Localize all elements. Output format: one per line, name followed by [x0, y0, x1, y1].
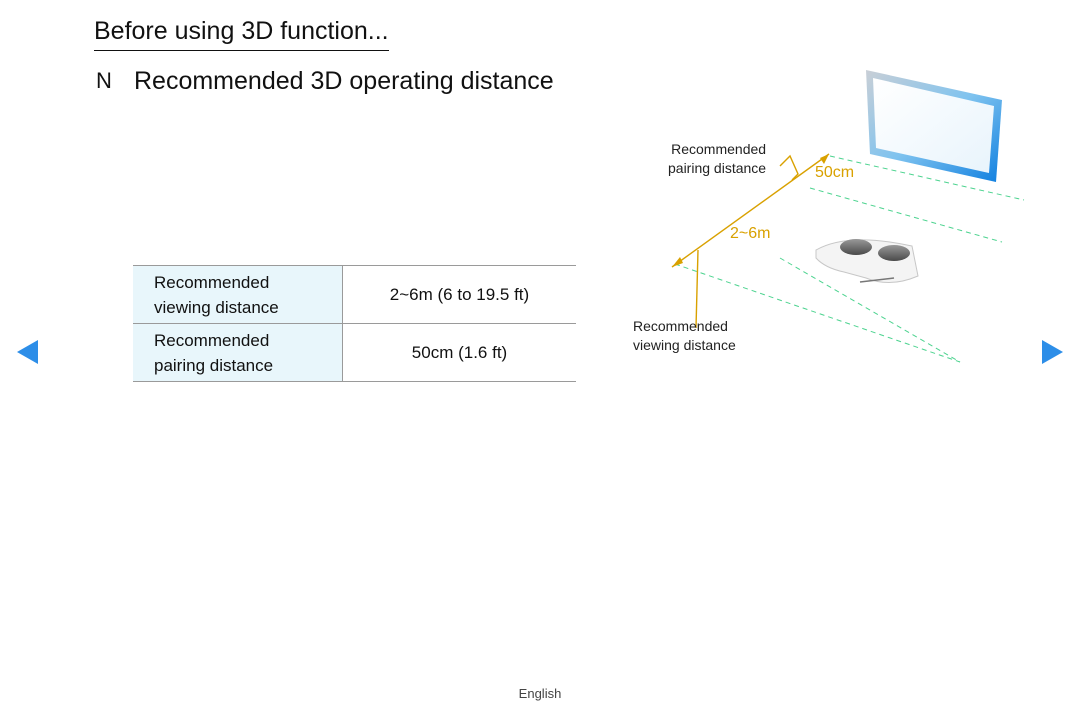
viewing-distance-value: 2~6m (6 to 19.5 ft)	[389, 284, 530, 304]
note-heading: Recommended 3D operating distance	[134, 66, 554, 95]
distance-diagram	[671, 70, 1025, 363]
next-page-button[interactable]	[1042, 340, 1063, 364]
arrowheads	[672, 154, 829, 267]
pairing-distance-value: 50cm (1.6 ft)	[411, 342, 508, 362]
glasses-icon	[815, 239, 919, 283]
table-cell-label: Recommended viewing distance	[133, 265, 343, 324]
dashed-guide-lines	[674, 155, 1025, 363]
pairing-label-text-2: pairing distance	[668, 160, 767, 176]
table-row: Recommended viewing distance 2~6m (6 to …	[133, 265, 576, 324]
pairing-distance-measure: 50cm	[815, 164, 855, 181]
viewing-distance-label: Recommended viewing distance	[633, 317, 736, 355]
note-marker: N	[96, 68, 112, 93]
note-row: N Recommended 3D operating distance	[96, 64, 554, 98]
pairing-distance-label: Recommended pairing distance	[668, 140, 766, 178]
table-row: Recommended pairing distance 50cm (1.6 f…	[133, 323, 576, 382]
viewing-label-line2: viewing distance	[154, 297, 279, 317]
distance-illustration: Recommended pairing distance 50cm 2~6m R…	[620, 60, 1040, 380]
distance-table: Recommended viewing distance 2~6m (6 to …	[133, 265, 576, 382]
section-title: Before using 3D function...	[94, 16, 389, 51]
footer-language: English	[518, 686, 562, 701]
table-cell-label: Recommended pairing distance	[133, 323, 343, 382]
previous-page-button[interactable]	[17, 340, 38, 364]
tv-icon	[866, 70, 1002, 182]
measure-lines	[671, 153, 830, 329]
viewing-label-text-1: Recommended	[633, 318, 728, 334]
pairing-label-line1: Recommended	[154, 330, 270, 350]
viewing-label-text-2: viewing distance	[633, 337, 736, 353]
viewing-distance-measure: 2~6m	[730, 225, 771, 242]
viewing-label-line1: Recommended	[154, 272, 270, 292]
pairing-label-line2: pairing distance	[154, 355, 274, 375]
pairing-label-text-1: Recommended	[671, 141, 767, 157]
